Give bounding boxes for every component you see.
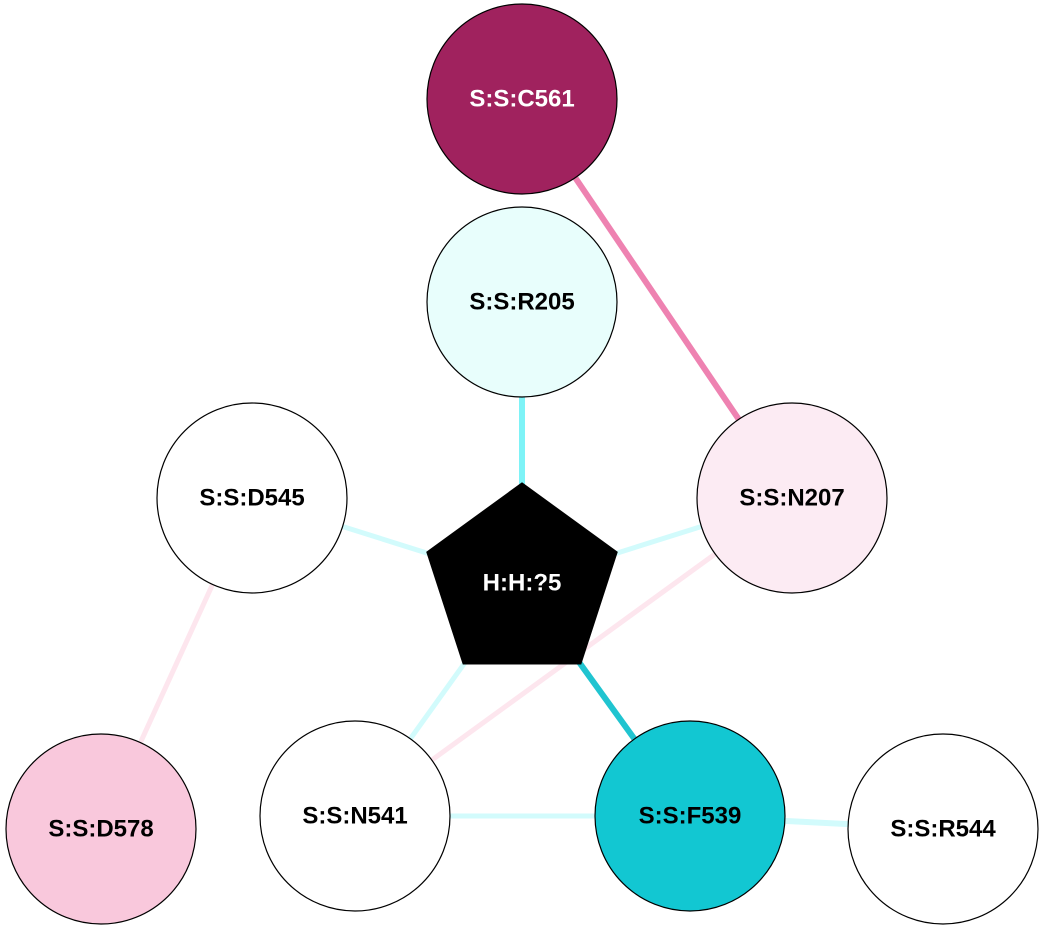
node-f539[interactable]: S:S:F539 (594, 720, 786, 912)
node-n207[interactable]: S:S:N207 (696, 402, 888, 594)
node-r205[interactable]: S:S:R205 (426, 206, 618, 398)
node-circle (426, 206, 618, 398)
node-label: S:S:R205 (469, 289, 574, 316)
node-circle (594, 720, 786, 912)
node-label: S:S:F539 (639, 803, 742, 830)
node-circle (5, 733, 197, 925)
node-label: S:S:D545 (199, 485, 304, 512)
node-label: S:S:N207 (739, 485, 844, 512)
node-n541[interactable]: S:S:N541 (259, 720, 451, 912)
node-d545[interactable]: S:S:D545 (156, 402, 348, 594)
node-pentagon (426, 482, 618, 665)
node-circle (156, 402, 348, 594)
node-circle (259, 720, 451, 912)
node-label: S:S:R544 (890, 816, 996, 843)
node-label: S:S:N541 (302, 803, 407, 830)
node-c561[interactable]: S:S:C561 (426, 3, 618, 195)
node-circle (847, 733, 1039, 925)
node-d578[interactable]: S:S:D578 (5, 733, 197, 925)
node-label: S:S:C561 (469, 86, 574, 113)
node-r544[interactable]: S:S:R544 (847, 733, 1039, 925)
node-circle (696, 402, 888, 594)
node-circle (426, 3, 618, 195)
node-label: S:S:D578 (48, 816, 153, 843)
node-label: H:H:?5 (483, 570, 562, 597)
node-h5[interactable]: H:H:?5 (426, 482, 618, 665)
